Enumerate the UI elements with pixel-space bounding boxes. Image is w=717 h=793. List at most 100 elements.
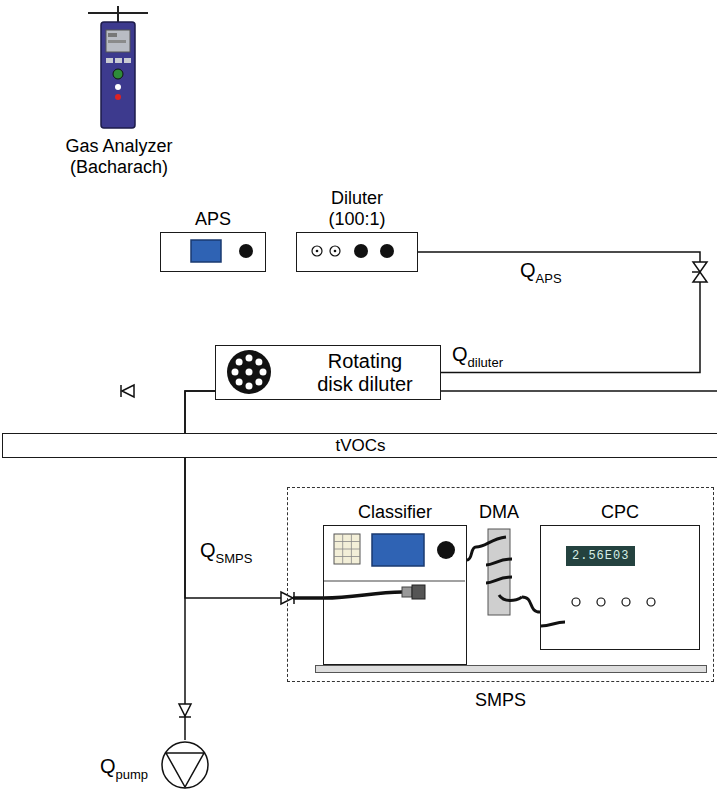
check-valve-bar	[179, 716, 191, 718]
flow-label: QAPS	[520, 258, 562, 291]
node-label: CPC	[540, 502, 700, 523]
classifier-panel-part	[372, 534, 424, 566]
instrument-node: Classifier	[323, 502, 467, 665]
gas-analyzer-icon-part	[115, 94, 121, 100]
classifier-panel-part	[412, 585, 425, 599]
gas-analyzer-icon-part	[115, 58, 122, 63]
diluter-panel-part	[312, 246, 322, 256]
gas-analyzer-icon-part	[106, 30, 130, 52]
node-label: Qpump	[100, 754, 148, 787]
rotating-disk-icon	[224, 349, 274, 395]
gas-analyzer-icon-part	[124, 58, 131, 63]
pump-symbol	[160, 740, 210, 790]
rotating-disk-icon-part	[232, 369, 239, 376]
dma-column-part	[486, 559, 512, 565]
rotating-disk-icon-part	[227, 350, 271, 394]
cpc-panel	[541, 526, 698, 648]
dma-column-part	[486, 577, 512, 583]
rotating-disk-icon-part	[255, 359, 262, 366]
diluter-panel-part	[316, 250, 319, 253]
instrument-box	[160, 232, 266, 272]
pump-symbol-part	[166, 753, 204, 787]
rotating-disk-icon-part	[236, 359, 243, 366]
instrument-node: DMA	[476, 502, 522, 625]
counter-display: 2.56E03	[566, 546, 635, 566]
instrument-box	[296, 232, 418, 272]
rotating-disk-icon-part	[236, 378, 243, 385]
gas-analyzer-icon-part	[115, 84, 121, 90]
diluter-panel-part	[330, 246, 340, 256]
gas-analyzer-icon-part	[117, 6, 119, 22]
instrument-node: APS	[160, 209, 266, 272]
diluter-panel-part	[380, 244, 394, 258]
check-valve-symbol	[179, 704, 191, 716]
node-label: Gas Analyzer (Bacharach)	[60, 136, 178, 178]
flow-label: Qdiluter	[452, 342, 503, 375]
gas-analyzer-icon-part	[106, 58, 113, 63]
node-label: APS	[160, 209, 266, 230]
rotating-disk-icon-part	[260, 369, 267, 376]
gas-analyzer-icon-part	[113, 69, 123, 79]
check-valve-bar	[120, 385, 122, 397]
rotating-disk-icon-part	[246, 355, 253, 362]
pump-node: Qpump	[160, 740, 210, 790]
base-plate	[315, 665, 707, 673]
aps-panel-part	[239, 244, 253, 258]
instrument-node: Diluter (100:1)	[296, 188, 418, 272]
node-label: SMPS	[287, 690, 714, 711]
gas-analyzer-icon	[60, 4, 178, 132]
rotating-disk-icon-part	[246, 369, 253, 376]
valve-symbol	[693, 272, 707, 282]
check-valve-bar	[293, 592, 295, 604]
instrument-node: CPC	[540, 502, 700, 650]
sample-hose	[293, 596, 323, 600]
rotating-disk-icon-part	[255, 378, 262, 385]
classifier-panel-part	[334, 549, 360, 550]
tube-connector	[467, 547, 476, 560]
node-label: Rotating disk diluter	[311, 350, 419, 396]
classifier-panel	[324, 526, 465, 663]
pump-symbol-part	[162, 742, 208, 788]
dma-column-part	[499, 595, 522, 601]
gas-analyzer-icon-part	[108, 33, 117, 37]
flow-label: QSMPS	[200, 538, 252, 571]
classifier-panel-part	[334, 534, 360, 564]
gas-analyzer-icon-part	[108, 40, 126, 43]
check-valve-symbol	[122, 385, 134, 397]
classifier-panel-part	[324, 592, 402, 598]
node-label: DMA	[476, 502, 522, 523]
cpc-panel-part	[572, 598, 580, 606]
device-node: Gas Analyzer (Bacharach)	[60, 4, 178, 178]
process-box: Rotating disk diluter	[215, 345, 441, 400]
diluter-panel-part	[334, 250, 337, 253]
classifier-panel-part	[402, 587, 412, 597]
diluter-panel	[297, 233, 416, 270]
aps-panel-part	[191, 240, 221, 262]
classifier-panel-part	[437, 541, 455, 559]
process-box: tVOCs	[2, 433, 717, 458]
cpc-panel-part	[541, 622, 565, 626]
aps-panel	[161, 233, 264, 270]
valve-symbol	[693, 262, 707, 272]
diluter-panel-part	[354, 244, 368, 258]
cpc-panel-part	[647, 598, 655, 606]
instrument-box	[323, 525, 467, 665]
instrument-box	[540, 525, 700, 650]
classifier-panel-part	[324, 580, 465, 581]
valve-stem	[692, 271, 700, 273]
dma-column	[476, 525, 522, 625]
classifier-panel-part	[351, 534, 352, 564]
classifier-panel-part	[334, 556, 360, 557]
node-label: tVOCs	[9, 435, 712, 456]
gas-analyzer-icon-part	[101, 22, 135, 128]
rotating-disk-icon-part	[246, 383, 253, 390]
classifier-panel-part	[342, 534, 343, 564]
tube-connector	[522, 597, 540, 612]
classifier-panel-part	[334, 541, 360, 542]
cpc-panel-part	[622, 598, 630, 606]
node-label: Classifier	[323, 502, 467, 523]
cpc-panel-part	[597, 598, 605, 606]
system-group: SMPS Classifier DMA CPC	[287, 487, 714, 715]
dma-column-part	[476, 537, 506, 547]
